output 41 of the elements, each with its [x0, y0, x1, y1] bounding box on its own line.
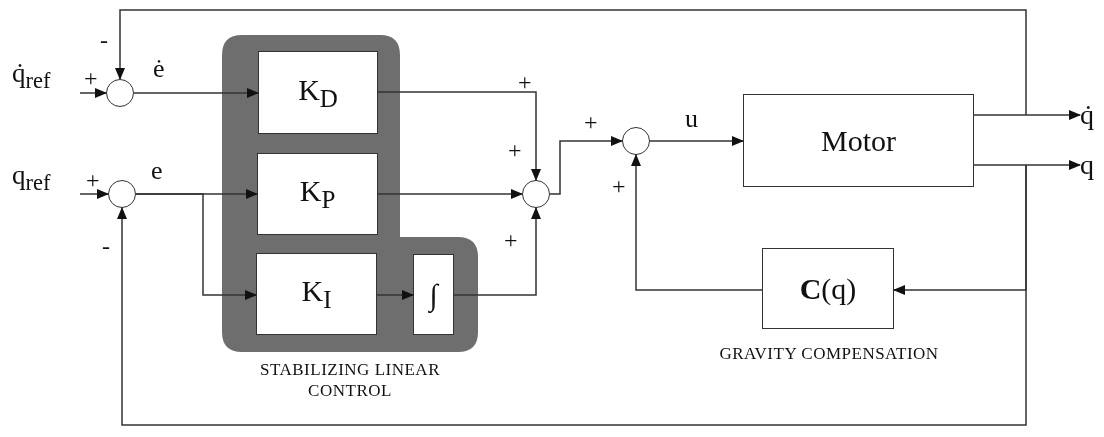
connector-trunk [973, 164, 1027, 166]
block-caption: GRAVITY COMPENSATION [718, 344, 940, 365]
arrow [135, 193, 257, 300]
sign: + [612, 174, 626, 198]
arrow [549, 136, 623, 195]
input-signal: q̇$_{ref}$ [12, 58, 80, 98]
summing-junction [522, 180, 550, 208]
sign: + [504, 228, 518, 252]
gain-block: K$_{I}$ [256, 253, 377, 335]
summing-junction [622, 127, 650, 155]
summing-junction [108, 180, 136, 208]
arrow [377, 91, 541, 181]
sign: + [86, 168, 100, 192]
input-signal: q$_{ref}$ [12, 160, 80, 200]
sign: + [84, 66, 98, 90]
sign: + [584, 110, 598, 134]
motor-block: Motor [743, 94, 974, 187]
sign: + [508, 138, 522, 162]
sign: - [100, 28, 108, 52]
arrow [133, 88, 259, 98]
arrow [376, 290, 414, 300]
arrow [1025, 110, 1081, 120]
output-signal: q̇ [1080, 100, 1102, 130]
arrow [1025, 160, 1081, 170]
integrator-block: ∫ [413, 254, 454, 335]
arrow [377, 189, 523, 199]
sign: + [518, 70, 532, 94]
sign: - [102, 234, 110, 258]
arrow [79, 189, 109, 199]
arrow [79, 88, 107, 98]
summing-junction [106, 79, 134, 107]
arrow [453, 207, 541, 296]
arrow [649, 136, 744, 146]
gain-block: K$_{P}$ [257, 153, 378, 235]
arrow [893, 164, 1027, 295]
group-caption: STABILIZING LINEAR CONTROL [259, 359, 441, 402]
output-signal: q [1080, 150, 1102, 180]
arrow [631, 154, 763, 291]
arrow [115, 9, 1027, 116]
connector-trunk [973, 114, 1027, 116]
gain-block: K$_{D}$ [258, 51, 378, 134]
